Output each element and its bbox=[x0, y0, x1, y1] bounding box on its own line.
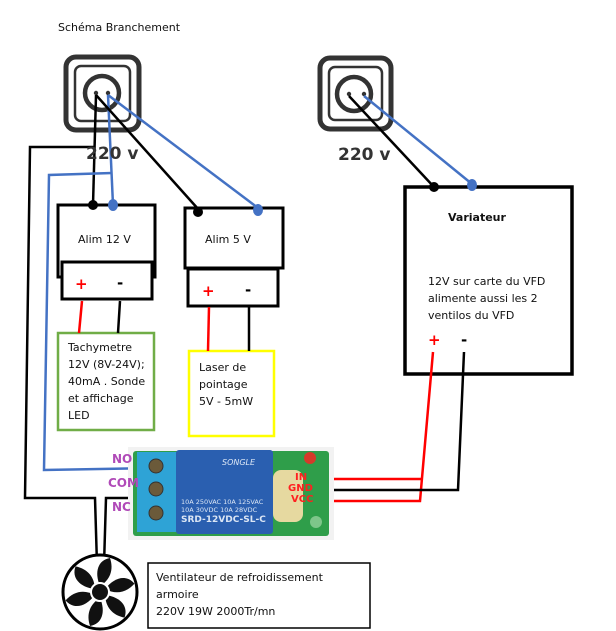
alim-12v-box bbox=[56, 203, 157, 301]
outlet-right-icon bbox=[317, 55, 394, 132]
variateur-note: 12V sur carte du VFD alimente aussi les … bbox=[428, 273, 545, 324]
relay-terminal-no bbox=[148, 458, 164, 474]
variateur-neutral-terminal bbox=[467, 179, 477, 191]
outlet-left-icon bbox=[63, 54, 142, 133]
laser-text: Laser de pointage 5V - 5mW bbox=[199, 359, 253, 410]
relay-terminal-com bbox=[148, 481, 164, 497]
relay-rating-ac: 10A 250VAC 10A 125VAC bbox=[181, 498, 264, 506]
tachymetre-line: LED bbox=[68, 409, 90, 422]
alim12-neutral-terminal bbox=[108, 199, 118, 211]
wires-right-outlet bbox=[348, 95, 473, 188]
relay-terminal-nc bbox=[148, 505, 164, 521]
alim5-neutral-terminal bbox=[253, 204, 263, 216]
ventilateur-box bbox=[147, 562, 371, 629]
laser-box bbox=[187, 349, 276, 438]
tachymetre-line: 40mA . Sonde bbox=[68, 375, 146, 388]
alim5-live-terminal bbox=[193, 207, 203, 217]
variateur-note-line: 12V sur carte du VFD bbox=[428, 275, 546, 288]
tachymetre-line: 12V (8V-24V); bbox=[68, 358, 145, 371]
relay-brand: SONGLE bbox=[222, 458, 256, 467]
ventilateur-line: Ventilateur de refroidissement bbox=[156, 571, 323, 584]
relay-model: SRD-12VDC-SL-C bbox=[181, 515, 266, 525]
relay-pin-vcc: VCC bbox=[291, 494, 314, 505]
alim5-label: Alim 5 V bbox=[205, 233, 251, 246]
tachymetre-box bbox=[56, 331, 156, 432]
ventilateur-line: armoire bbox=[156, 588, 199, 601]
relay-label-nc: NC bbox=[112, 500, 131, 514]
alim5-minus: - bbox=[245, 281, 252, 299]
alim-5v-box bbox=[183, 206, 285, 308]
diagram-title: Schéma Branchement bbox=[58, 21, 181, 34]
outlet-right-voltage: 220 v bbox=[338, 145, 391, 165]
laser-line: Laser de bbox=[199, 361, 247, 374]
relay-rating-dc: 10A 30VDC 10A 28VDC bbox=[181, 506, 258, 514]
relay-label-com: COM bbox=[108, 476, 139, 490]
alim12-live-terminal bbox=[88, 200, 98, 210]
relay-pin-gnd: GND bbox=[288, 483, 313, 494]
variateur-box bbox=[403, 185, 574, 376]
variateur-note-line: alimente aussi les 2 bbox=[428, 292, 538, 305]
alim12-minus: - bbox=[117, 274, 124, 292]
alim5-plus: + bbox=[202, 282, 215, 300]
variateur-plus: + bbox=[428, 331, 441, 349]
laser-line: pointage bbox=[199, 378, 248, 391]
relay-module bbox=[128, 447, 334, 540]
relay-label-no: NO bbox=[112, 452, 133, 466]
variateur-title: Variateur bbox=[448, 211, 506, 224]
variateur-live-terminal bbox=[429, 182, 439, 192]
alim12-label: Alim 12 V bbox=[78, 233, 131, 246]
variateur-minus: - bbox=[461, 331, 468, 349]
wires-left-outlet bbox=[23, 94, 259, 566]
ventilateur-text: Ventilateur de refroidissement armoire 2… bbox=[156, 569, 323, 620]
tachymetre-text: Tachymetre 12V (8V-24V); 40mA . Sonde et… bbox=[68, 339, 145, 424]
ventilateur-line: 220V 19W 2000Tr/mn bbox=[156, 605, 276, 618]
alim12-plus: + bbox=[75, 275, 88, 293]
tachymetre-line: Tachymetre bbox=[68, 341, 133, 354]
laser-line: 5V - 5mW bbox=[199, 395, 254, 408]
outlet-left-voltage: 220 v bbox=[86, 144, 139, 164]
fan-icon bbox=[61, 553, 139, 631]
tachymetre-line: et affichage bbox=[68, 392, 134, 405]
relay-pin-in: IN bbox=[295, 472, 308, 483]
variateur-note-line: ventilos du VFD bbox=[428, 309, 515, 322]
